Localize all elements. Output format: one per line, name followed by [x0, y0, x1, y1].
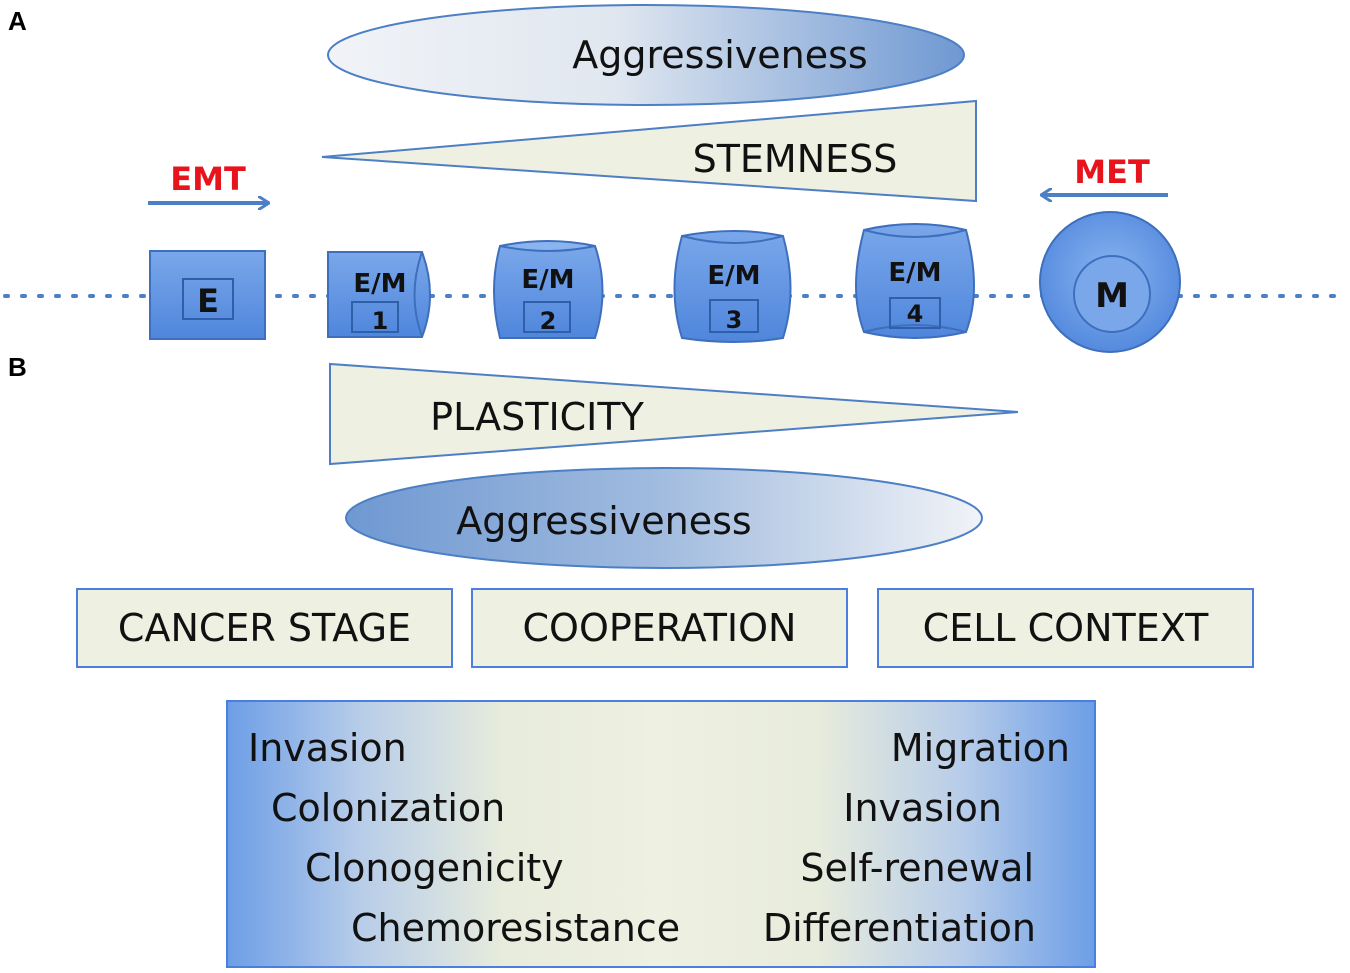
trait-right-3: Self-renewal — [800, 846, 1034, 890]
factor-cooperation-label: COOPERATION — [522, 606, 797, 650]
bottom-oval-label: Aggressiveness — [456, 499, 751, 543]
trait-right-2: Invasion — [843, 786, 1002, 830]
factor-cell-context: CELL CONTEXT — [877, 588, 1254, 668]
cell-em-4: E/M 4 — [855, 223, 975, 339]
trait-right-1: Migration — [890, 726, 1070, 770]
factor-cancer-stage-label: CANCER STAGE — [117, 606, 412, 650]
cell-em-1-line1: E/M — [353, 269, 406, 299]
cell-em-1-line2: 1 — [372, 307, 389, 335]
factor-cancer-stage: CANCER STAGE — [76, 588, 453, 668]
trait-left-1: Invasion — [248, 726, 407, 770]
top-oval-label: Aggressiveness — [572, 33, 867, 77]
cell-em-4-line1: E/M — [888, 258, 941, 288]
stemness-triangle: STEMNESS — [321, 99, 977, 203]
factor-cooperation: COOPERATION — [471, 588, 848, 668]
trait-left-4: Chemoresistance — [351, 906, 681, 950]
emt-label: EMT — [170, 160, 246, 198]
top-aggressiveness-oval: Aggressiveness — [327, 4, 965, 106]
cell-em-2-line1: E/M — [521, 265, 574, 295]
factor-cell-context-label: CELL CONTEXT — [922, 606, 1209, 650]
cell-em-4-line2: 4 — [907, 300, 924, 328]
cell-epithelial: E — [149, 250, 266, 340]
plasticity-triangle: PLASTICITY — [329, 362, 1019, 466]
cell-em-3-line1: E/M — [707, 261, 760, 291]
panel-label-b: B — [8, 352, 27, 382]
trait-left-2: Colonization — [271, 786, 506, 830]
plasticity-label: PLASTICITY — [430, 395, 644, 439]
cell-em-2-line2: 2 — [540, 307, 557, 335]
traits-box: Invasion Colonization Clonogenicity Chem… — [226, 700, 1096, 968]
trait-left-3: Clonogenicity — [305, 846, 564, 890]
emt-arrow: EMT — [148, 160, 268, 203]
cell-em-3: E/M 3 — [673, 230, 792, 343]
bottom-aggressiveness-oval: Aggressiveness — [345, 467, 983, 569]
met-label: MET — [1074, 153, 1150, 191]
cell-e-label: E — [197, 282, 219, 320]
cell-mesenchymal: M — [1039, 211, 1181, 353]
stemness-label: STEMNESS — [693, 137, 898, 181]
trait-right-4: Differentiation — [762, 906, 1036, 950]
cell-em-2: E/M 2 — [493, 240, 604, 339]
cell-m-label: M — [1095, 276, 1129, 316]
panel-label-a: A — [8, 6, 27, 36]
met-arrow: MET — [1042, 153, 1168, 195]
cell-em-3-line2: 3 — [726, 306, 743, 334]
cell-em-1: E/M 1 — [327, 251, 431, 338]
